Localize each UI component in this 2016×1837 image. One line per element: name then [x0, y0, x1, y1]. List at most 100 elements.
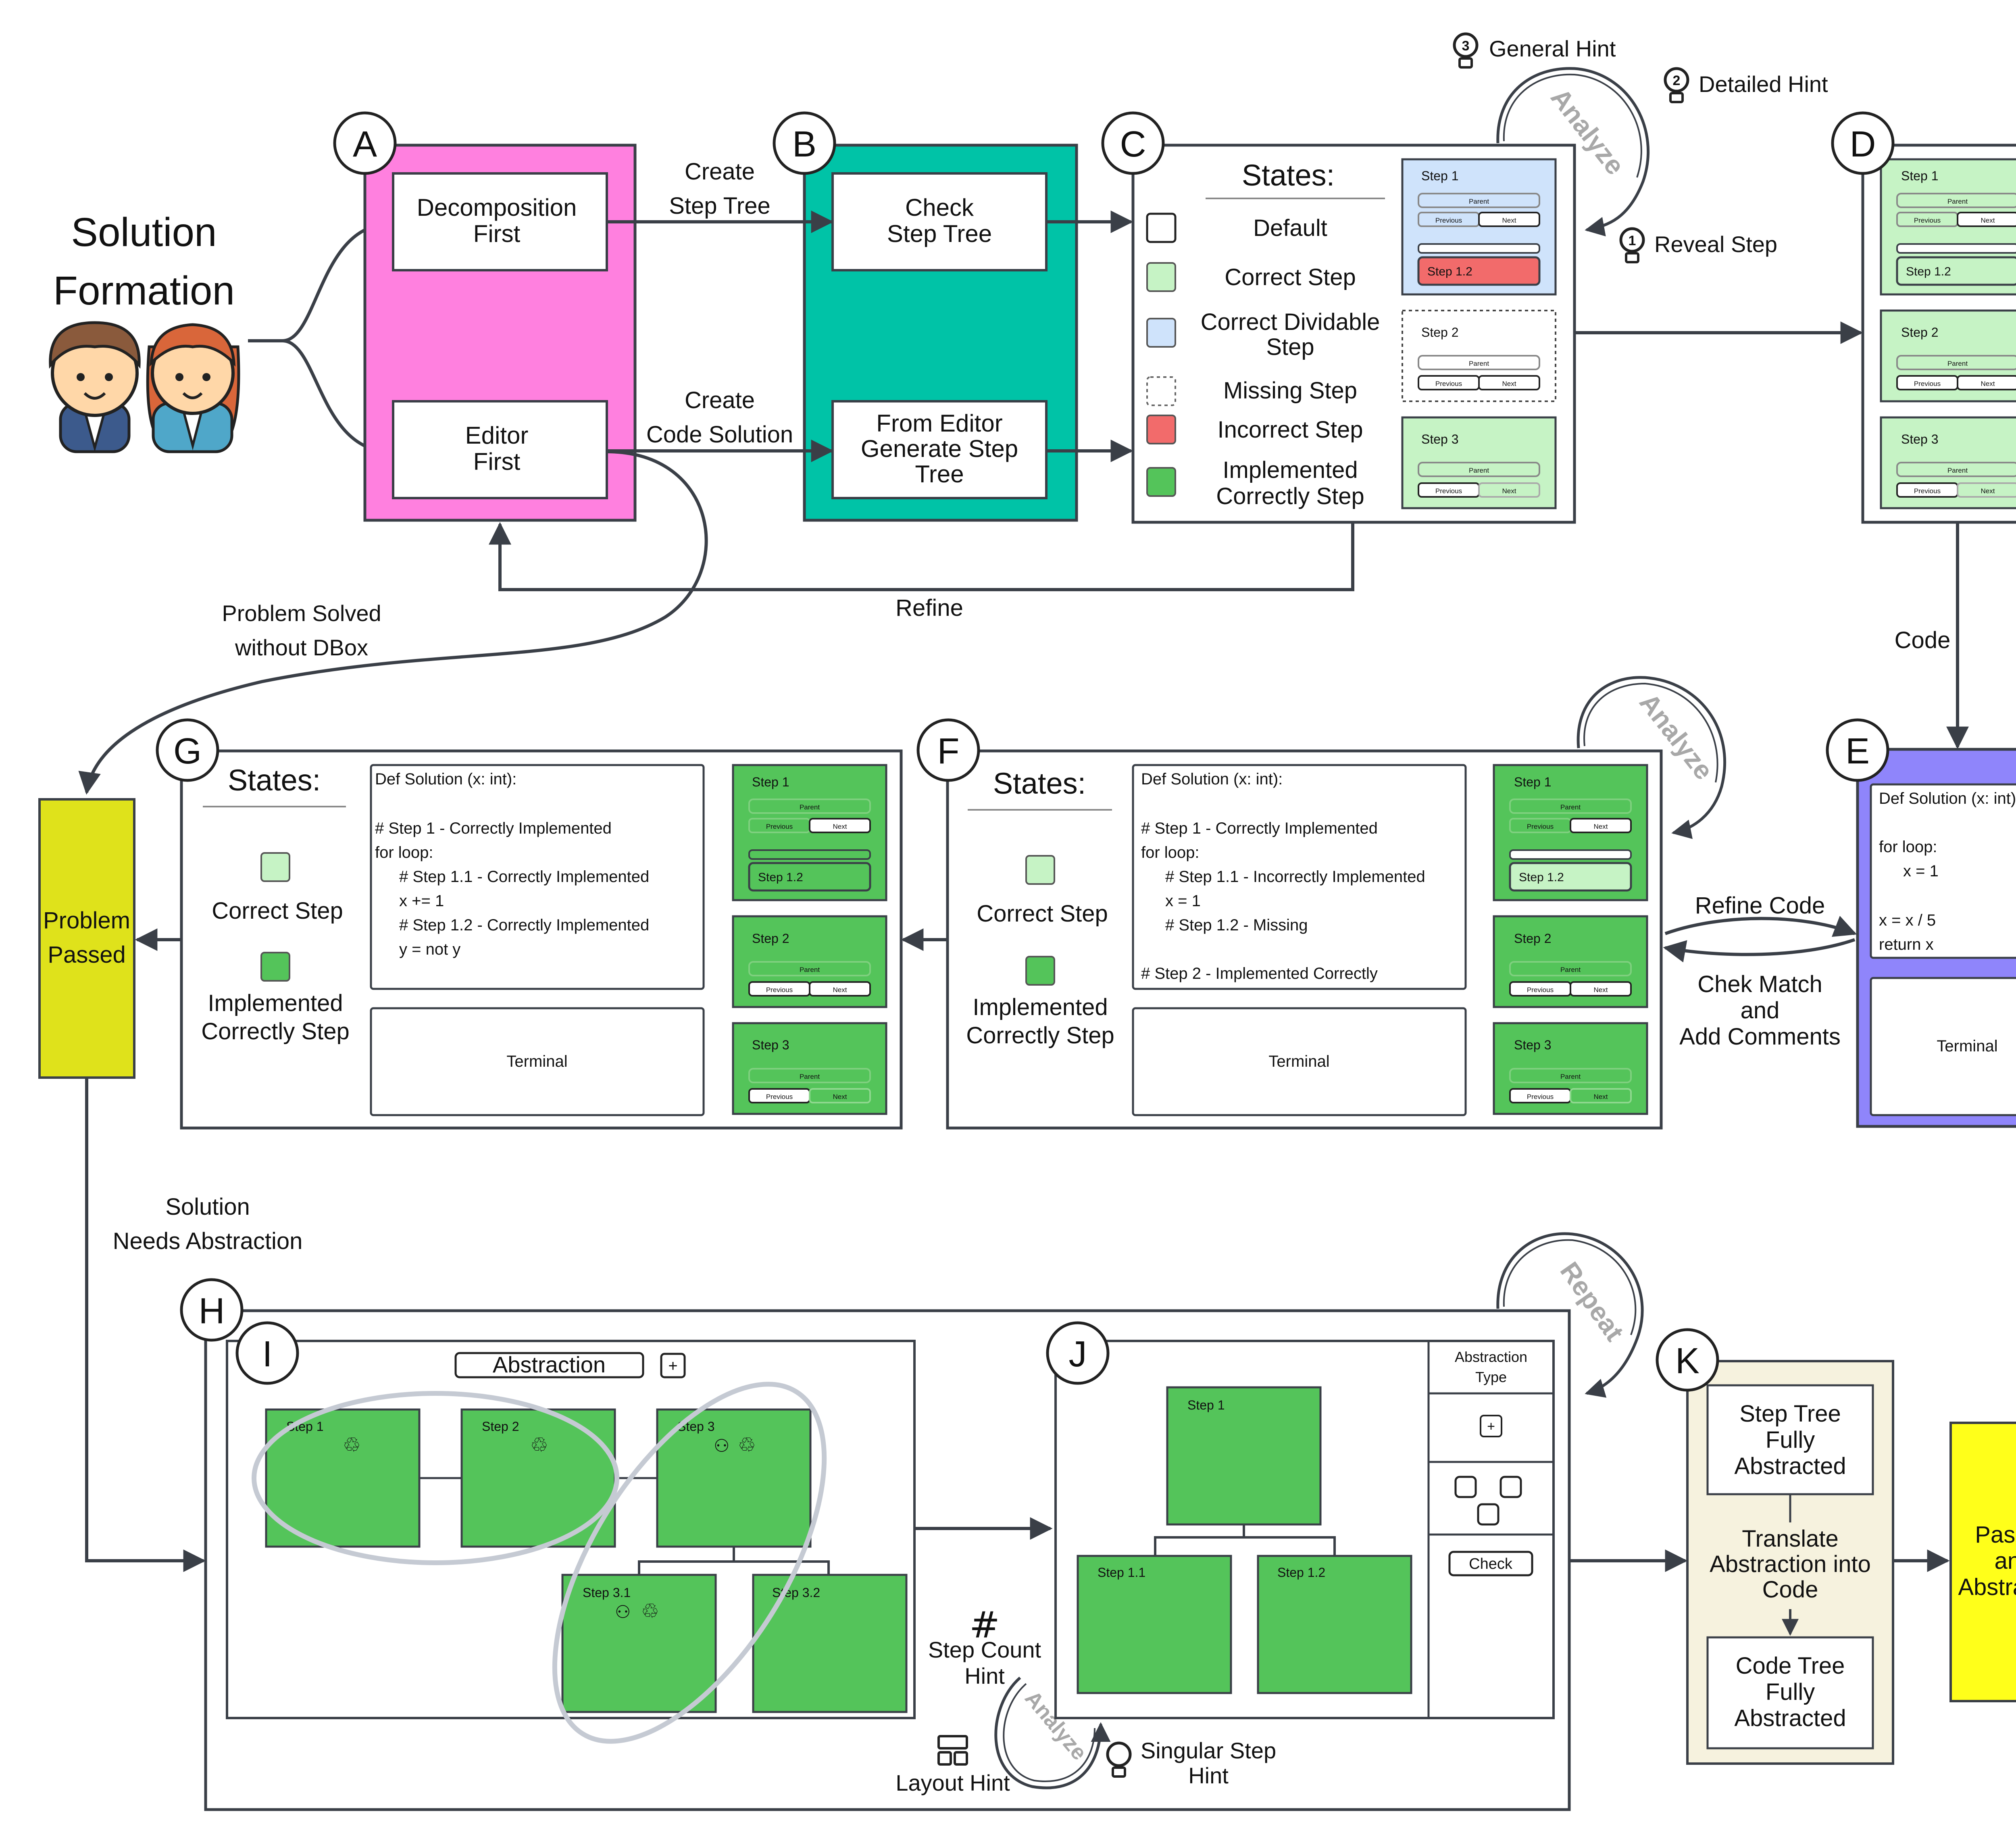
f-code-l2: # Step 1 - Correctly Implemented: [1141, 819, 1378, 837]
svg-text:2: 2: [1673, 73, 1681, 88]
d-card-step2: Step 2 Parent Previous Next: [1880, 309, 2016, 402]
type-add-button[interactable]: [1480, 1415, 1502, 1437]
recycle-icon: ♲: [530, 1433, 548, 1457]
svg-text:Step 3: Step 3: [752, 1038, 789, 1052]
j-step1-block[interactable]: Step 1: [1166, 1386, 1322, 1526]
g-card-step2: Step 2 Parent Previous Next: [732, 915, 887, 1008]
c-card-step1: Step 1 Parent Previous Next Step 1.2: [1401, 158, 1557, 296]
dividable-label-2: Step: [1266, 334, 1314, 360]
i-step1-block[interactable]: Step 1 ♲: [265, 1408, 421, 1548]
svg-text:C: C: [1120, 124, 1146, 165]
g-code-editor[interactable]: [370, 764, 705, 990]
svg-text:Parent: Parent: [1947, 360, 1968, 367]
svg-text:3: 3: [1462, 38, 1470, 54]
recycle-icon: ♲: [641, 1599, 659, 1623]
people-icon: ⚇: [615, 1602, 631, 1622]
svg-text:G: G: [173, 731, 202, 771]
c-card-step3: Step 3 Parent Previous Next: [1401, 416, 1557, 509]
svg-text:Step 2: Step 2: [1514, 931, 1552, 946]
problem-solved-label: Problem Solved: [222, 601, 381, 626]
repeat-loop: [1496, 1232, 1644, 1398]
abstraction-add-button[interactable]: [660, 1353, 686, 1378]
svg-text:Parent: Parent: [1947, 467, 1968, 474]
f-code-l5: x = 1: [1165, 892, 1201, 910]
i-step2-block[interactable]: Step 2 ♲: [460, 1408, 616, 1548]
svg-text:Step 1: Step 1: [1514, 775, 1552, 789]
g-implemented-swatch: [260, 952, 290, 982]
circle-label-f: F: [916, 718, 980, 782]
i-step32-block[interactable]: Step 3.2: [752, 1574, 908, 1713]
g-code-l5: x += 1: [399, 892, 444, 910]
svg-text:Previous: Previous: [766, 1093, 793, 1101]
svg-text:Step 3.1: Step 3.1: [583, 1585, 631, 1600]
svg-text:Step 1: Step 1: [1421, 169, 1459, 183]
e-terminal[interactable]: [1870, 977, 2016, 1116]
d-card-step3: Step 3 Parent Previous Next: [1880, 416, 2016, 509]
editor-first-button[interactable]: [392, 400, 608, 499]
circle-label-b: B: [773, 111, 836, 175]
svg-text:Next: Next: [833, 1093, 847, 1101]
arrow-passed-h: [85, 1078, 206, 1572]
j-step12-block[interactable]: Step 1.2: [1257, 1555, 1412, 1694]
translate-label-3: Code: [1762, 1576, 1818, 1603]
c-card-step2: Step 2 Parent Previous Next: [1402, 310, 1556, 402]
translate-label-2: Abstraction into: [1710, 1551, 1871, 1577]
default-label: Default: [1253, 215, 1327, 241]
detailed-hint-icon: 2: [1664, 67, 1689, 103]
svg-text:F: F: [937, 731, 960, 771]
f-code-l7: # Step 2 - Implemented Correctly: [1141, 965, 1378, 982]
svg-text:Previous: Previous: [1914, 380, 1941, 388]
svg-text:Next: Next: [1981, 217, 1995, 224]
needs-abstraction-label-2: Needs Abstraction: [113, 1228, 303, 1254]
svg-text:Previous: Previous: [1435, 487, 1462, 495]
editor-label-2: First: [473, 448, 521, 475]
svg-text:Step 1: Step 1: [752, 775, 789, 789]
svg-text:Parent: Parent: [1560, 803, 1581, 811]
g-terminal[interactable]: [370, 1007, 705, 1116]
abstraction-type-label: Abstraction: [1455, 1349, 1527, 1365]
g-code-l2: # Step 1 - Correctly Implemented: [375, 819, 612, 837]
svg-text:Step 3: Step 3: [1514, 1038, 1552, 1052]
layout-hint-icon: [937, 1735, 968, 1766]
people-icon: ⚇: [714, 1436, 729, 1456]
f-correct-swatch: [1025, 855, 1055, 885]
svg-text:Next: Next: [1981, 487, 1995, 495]
i-step3-block[interactable]: Step 3 ⚇ ♲: [656, 1408, 812, 1548]
f-code-l6: # Step 1.2 - Missing: [1165, 916, 1308, 934]
recycle-icon: ♲: [343, 1433, 361, 1457]
g-correct-swatch: [260, 852, 290, 882]
f-terminal[interactable]: [1132, 1007, 1467, 1116]
svg-text:J: J: [1069, 1334, 1087, 1374]
svg-text:Next: Next: [833, 986, 847, 994]
circle-label-g: G: [156, 718, 219, 782]
f-code-editor[interactable]: [1132, 764, 1467, 990]
svg-text:H: H: [199, 1291, 225, 1331]
analyze-loop-c: [1496, 67, 1650, 237]
e-code-l5: return x: [1879, 936, 1934, 953]
svg-text:K: K: [1675, 1341, 1699, 1381]
layout-type-button[interactable]: [1454, 1476, 1522, 1526]
svg-text:Step 2: Step 2: [1901, 325, 1939, 340]
check-button[interactable]: [1448, 1551, 1533, 1576]
reveal-step-label: Reveal Step: [1654, 231, 1777, 257]
i-step31-block[interactable]: Step 3.1 ⚇ ♲: [561, 1574, 717, 1713]
svg-text:Step 2: Step 2: [482, 1419, 519, 1434]
svg-text:Abstracted: Abstracted: [1958, 1574, 2016, 1600]
svg-text:Code Tree: Code Tree: [1736, 1653, 1845, 1679]
e-code-l3: x = 1: [1903, 862, 1939, 880]
svg-text:Step 1.1: Step 1.1: [1098, 1565, 1145, 1580]
e-code-editor[interactable]: [1870, 783, 2016, 959]
j-step11-block[interactable]: Step 1.1: [1077, 1555, 1232, 1694]
e-code-l1: Def Solution (x: int):: [1879, 790, 2016, 807]
f-implemented-swatch: [1025, 956, 1055, 986]
detailed-hint-label: Detailed Hint: [1699, 71, 1828, 97]
f-terminal-label: Terminal: [1268, 1053, 1329, 1070]
states-g-title: States:: [228, 763, 321, 797]
create-step-tree-label: Create: [685, 158, 755, 185]
analyze-loop-h: [994, 1676, 1111, 1789]
svg-text:Previous: Previous: [1435, 380, 1462, 388]
problem-passed-label: Problem: [43, 907, 130, 934]
svg-text:Passed: Passed: [1975, 1522, 2016, 1548]
svg-text:Next: Next: [1502, 380, 1516, 388]
